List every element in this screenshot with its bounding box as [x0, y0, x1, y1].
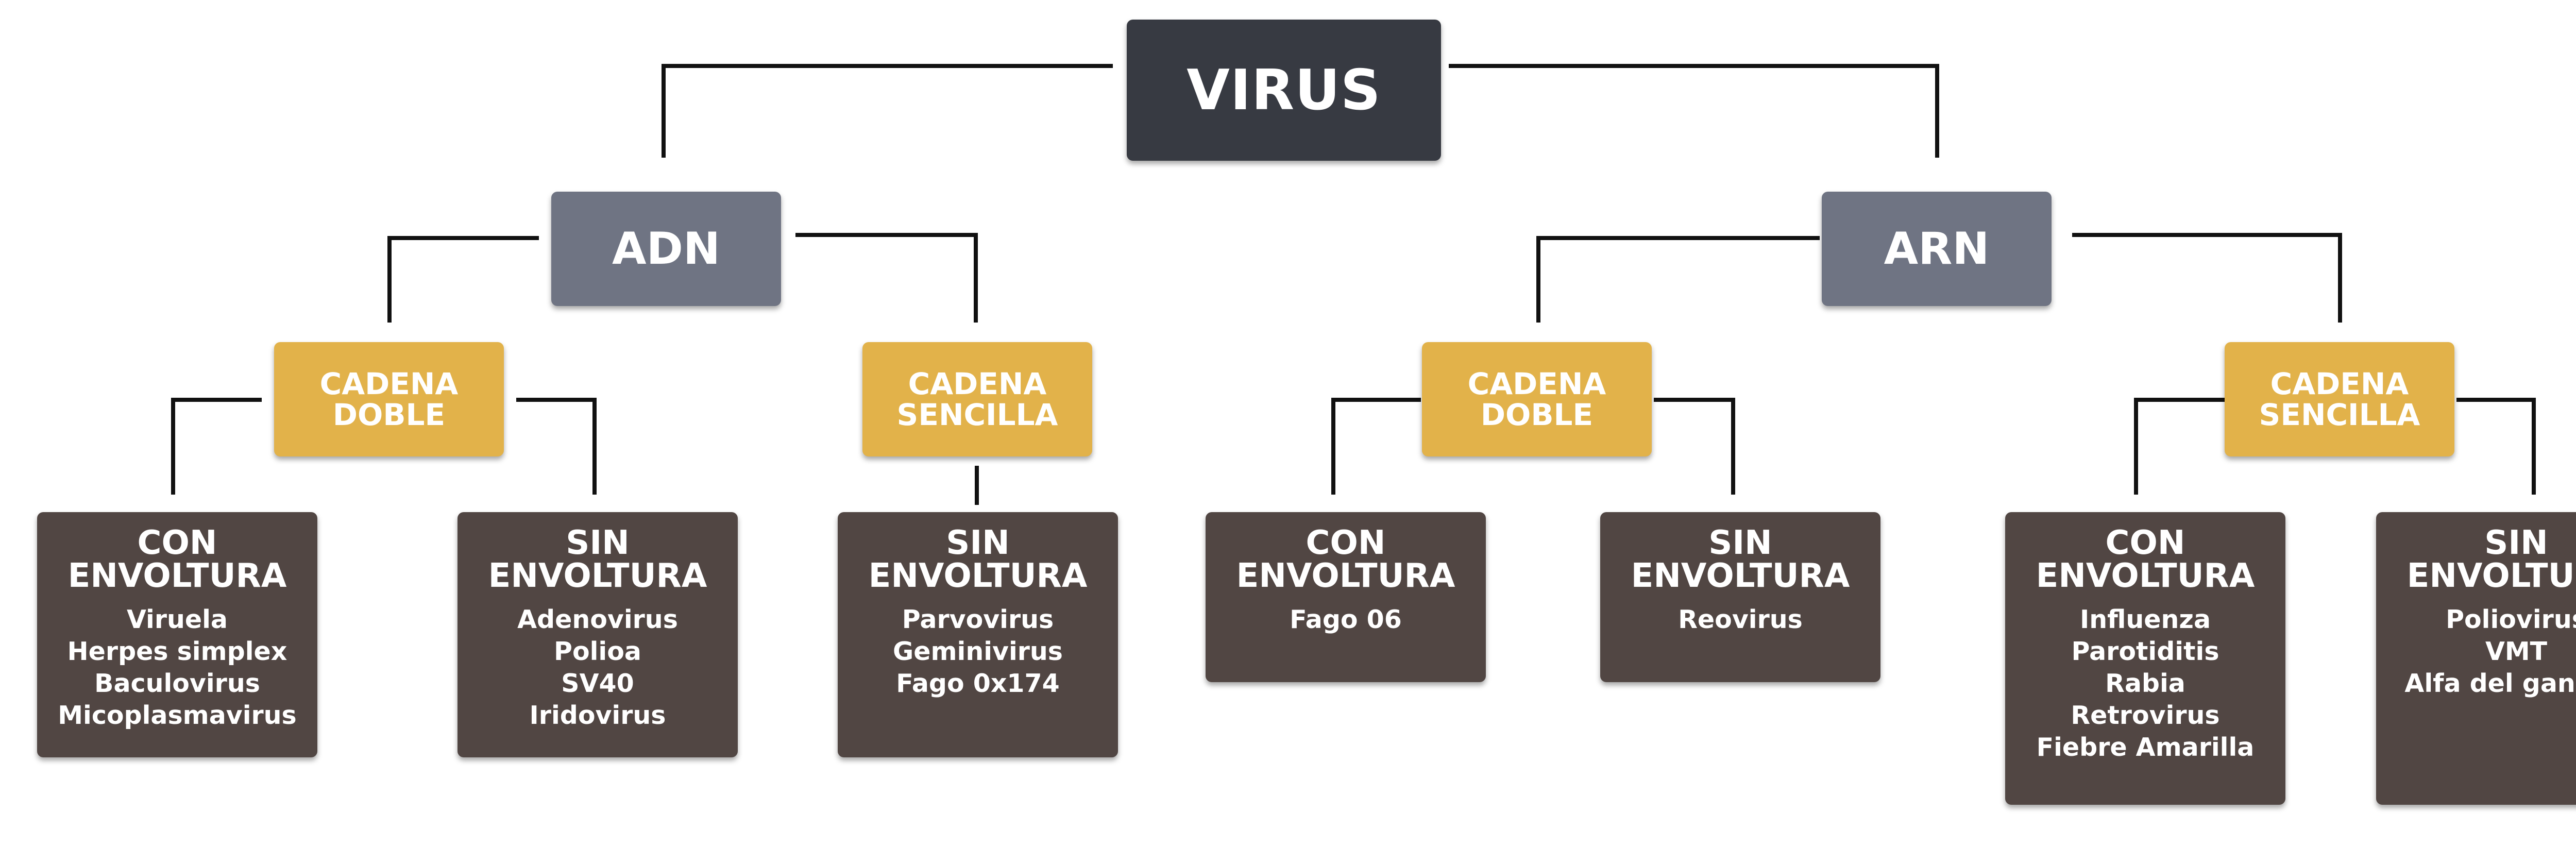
leaf-item: Polioa — [554, 637, 641, 666]
group-label-line: SENCILLA — [896, 397, 1058, 432]
leaf-item: Poliovirus — [2446, 605, 2576, 634]
leaf-item: Retrovirus — [2071, 701, 2220, 730]
group-node-arn-cadena-sencilla: CADENA SENCILLA — [2225, 342, 2454, 456]
leaf-node-arn-doble-con-envoltura: CON ENVOLTURA Fago 06 — [1206, 512, 1486, 682]
leaf-item: Adenovirus — [517, 605, 678, 634]
leaf-node-arn-sencilla-con-envoltura: CON ENVOLTURA Influenza Parotiditis Rabi… — [2005, 512, 2285, 805]
leaf-title-line: CON — [137, 524, 217, 562]
leaf-item: Reovirus — [1678, 605, 1803, 634]
leaf-item: Parotiditis — [2071, 637, 2219, 666]
connector-arn-doble-con — [1331, 398, 1421, 495]
group-label-line: CADENA — [319, 366, 459, 401]
branch-label: ADN — [612, 223, 720, 275]
branch-node-adn: ADN — [551, 192, 781, 306]
group-label-line: CADENA — [908, 366, 1047, 401]
group-node-adn-cadena-doble: CADENA DOBLE — [274, 342, 504, 456]
group-label-line: DOBLE — [332, 397, 446, 432]
connector-virus-arn — [1449, 64, 1939, 158]
connector-adn-doble-con — [171, 398, 262, 495]
leaf-title-line: ENVOLTURA — [868, 557, 1088, 595]
leaf-item: Parvovirus — [902, 605, 1054, 634]
leaf-title-line: ENVOLTURA — [488, 557, 707, 595]
leaf-title-line: ENVOLTURA — [67, 557, 287, 595]
leaf-node-adn-doble-sin-envoltura: SIN ENVOLTURA Adenovirus Polioa SV40 Iri… — [457, 512, 738, 757]
connector-adn-sencilla — [795, 233, 978, 323]
leaf-title-line: ENVOLTURA — [1631, 557, 1850, 595]
root-label: VIRUS — [1187, 58, 1381, 123]
leaf-node-arn-doble-sin-envoltura: SIN ENVOLTURA Reovirus — [1600, 512, 1880, 682]
branch-node-arn: ARN — [1822, 192, 2052, 306]
group-label-line: DOBLE — [1480, 397, 1594, 432]
leaf-title-line: ENVOLTURA — [2036, 557, 2255, 595]
leaf-title-line: ENVOLTURA — [1236, 557, 1455, 595]
group-node-arn-cadena-doble: CADENA DOBLE — [1422, 342, 1652, 456]
leaf-item: Geminivirus — [893, 637, 1063, 666]
leaf-item: Influenza — [2079, 605, 2211, 634]
connector-adn-doble — [387, 236, 539, 323]
leaf-item: Fago 0x174 — [896, 669, 1060, 698]
connector-arn-doble — [1536, 236, 1820, 323]
connector-arn-sencilla — [2072, 233, 2342, 323]
leaf-item: Fiebre Amarilla — [2036, 733, 2255, 762]
group-label-line: CADENA — [2270, 366, 2409, 401]
leaf-title-line: CON — [1306, 524, 1386, 562]
leaf-item: Micoplasmavirus — [58, 701, 297, 730]
leaf-item: VMT — [2485, 637, 2548, 666]
group-label-line: SENCILLA — [2259, 397, 2420, 432]
leaf-title-line: SIN — [2484, 524, 2548, 562]
leaf-title-line: SIN — [946, 524, 1010, 562]
group-label-line: CADENA — [1467, 366, 1606, 401]
leaf-item: Rabia — [2105, 669, 2185, 698]
connector-arn-sencilla-sin — [2456, 398, 2536, 495]
root-node-virus: VIRUS — [1127, 20, 1441, 161]
connector-virus-adn — [662, 64, 1113, 158]
leaf-title-line: CON — [2105, 524, 2185, 562]
leaf-item: Baculovirus — [94, 669, 260, 698]
connector-adn-doble-sin — [516, 398, 597, 495]
connector-arn-sencilla-con — [2134, 398, 2225, 495]
leaf-title-line: SIN — [566, 524, 630, 562]
leaf-title-line: SIN — [1708, 524, 1772, 562]
leaf-title-line: ENVOLTURA — [2406, 557, 2576, 595]
leaf-item: Fago 06 — [1290, 605, 1402, 634]
leaf-item: Herpes simplex — [67, 637, 287, 666]
leaf-node-arn-sencilla-sin-envoltura: SIN ENVOLTURA Poliovirus VMT Alfa del ga… — [2376, 512, 2576, 805]
leaf-item: Viruela — [127, 605, 228, 634]
leaf-node-adn-sencilla-sin-envoltura: SIN ENVOLTURA Parvovirus Geminivirus Fag… — [838, 512, 1118, 757]
leaf-item: Iridovirus — [529, 701, 666, 730]
group-node-adn-cadena-sencilla: CADENA SENCILLA — [862, 342, 1092, 456]
connector-arn-doble-sin — [1654, 398, 1735, 495]
leaf-node-adn-doble-con-envoltura: CON ENVOLTURA Viruela Herpes simplex Bac… — [37, 512, 317, 757]
leaf-item: SV40 — [561, 669, 634, 698]
leaf-item: Alfa del ganado — [2404, 669, 2576, 698]
branch-label: ARN — [1884, 223, 1990, 275]
